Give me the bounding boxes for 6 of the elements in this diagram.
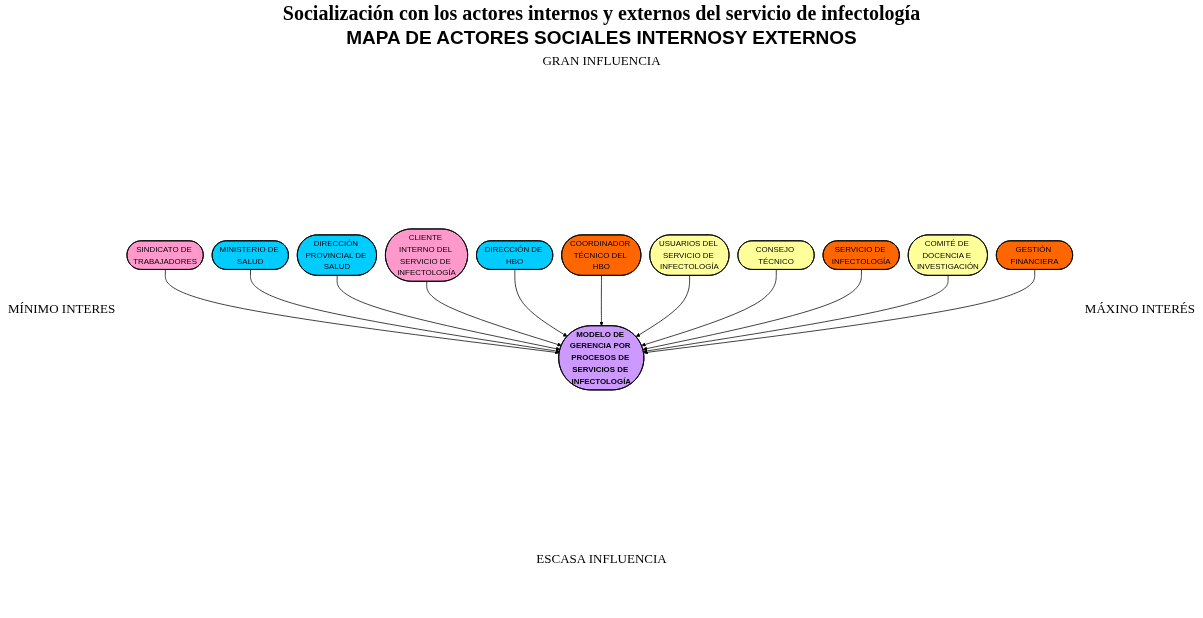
- axis-label: ESCASA INFLUENCIA: [536, 551, 667, 566]
- section-heading: Socialización con los actores internos y externos del servicio de infectología: [281, 2, 922, 25]
- axis-label: MÁXINO INTERÉS: [1083, 301, 1196, 317]
- diagram-title: MAPA DE ACTORES SOCIALES INTERNOSY EXTERNOS: [345, 27, 858, 49]
- axis-label: MÍNIMO INTERES: [7, 301, 117, 317]
- axis-label: GRAN INFLUENCIA: [542, 53, 661, 68]
